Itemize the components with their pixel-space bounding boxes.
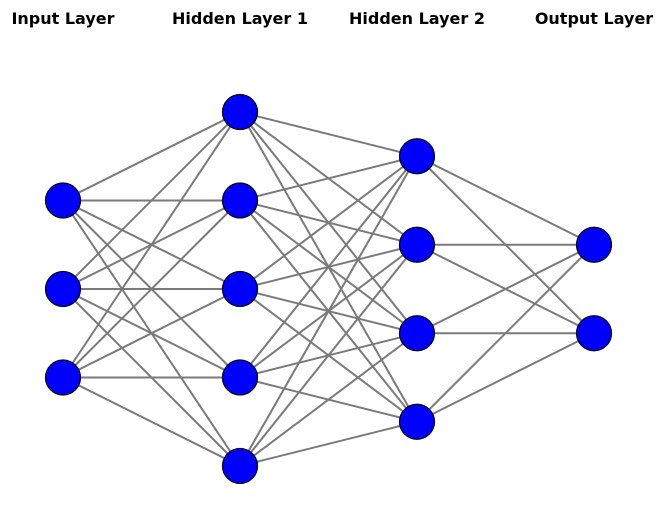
- edge-input-1-to-hidden-1-1: [62, 111, 241, 202]
- edge-hidden-1-3-to-hidden-2-1: [239, 155, 418, 290]
- edge-hidden-1-5-to-hidden-2-1: [239, 155, 418, 467]
- edge-hidden-2-3-to-output-1: [416, 243, 595, 335]
- neuron-output-1: [575, 226, 613, 263]
- neuron-hidden-2-1: [398, 138, 436, 175]
- edge-hidden-1-4-to-hidden-2-1: [239, 155, 418, 379]
- neuron-hidden-1-3: [221, 270, 259, 308]
- neuron-input-2: [44, 270, 82, 308]
- edge-input-3-to-hidden-1-3: [62, 288, 241, 379]
- neuron-hidden-1-1: [221, 93, 259, 131]
- neuron-hidden-2-3: [398, 315, 436, 352]
- edge-hidden-2-1-to-output-1: [416, 155, 595, 246]
- layer-title-input: Input Layer: [11, 9, 114, 28]
- edge-hidden-1-5-to-hidden-2-2: [239, 244, 418, 467]
- edge-input-3-to-hidden-1-2: [62, 199, 241, 379]
- edge-input-3-to-hidden-1-1: [62, 111, 241, 379]
- edge-hidden-1-5-to-hidden-2-3: [239, 332, 418, 467]
- edge-input-3-to-hidden-1-5: [62, 376, 241, 467]
- neuron-input-1: [44, 182, 82, 219]
- neuron-input-3: [44, 359, 82, 396]
- neuron-hidden-2-2: [398, 226, 436, 263]
- neuron-hidden-1-5: [221, 447, 259, 485]
- edge-input-2-to-hidden-1-1: [62, 111, 241, 290]
- neuron-output-2: [575, 315, 613, 352]
- edge-hidden-1-1-to-hidden-2-1: [239, 111, 418, 158]
- layer-title-hidden-2: Hidden Layer 2: [349, 9, 485, 28]
- layer-titles: Input Layer Hidden Layer 1 Hidden Layer …: [11, 9, 653, 28]
- neuron-hidden-1-4: [221, 359, 259, 396]
- layer-title-hidden-1: Hidden Layer 1: [172, 9, 308, 28]
- neurons: [44, 93, 613, 485]
- neuron-hidden-1-2: [221, 182, 259, 219]
- edge-hidden-2-4-to-output-1: [416, 244, 595, 423]
- layer-title-output: Output Layer: [535, 9, 653, 28]
- edge-hidden-1-2-to-hidden-2-1: [239, 155, 418, 202]
- edge-hidden-1-5-to-hidden-2-4: [239, 420, 418, 467]
- connections: [62, 111, 595, 467]
- neuron-hidden-2-4: [398, 403, 436, 440]
- edge-hidden-2-4-to-output-2: [416, 332, 595, 423]
